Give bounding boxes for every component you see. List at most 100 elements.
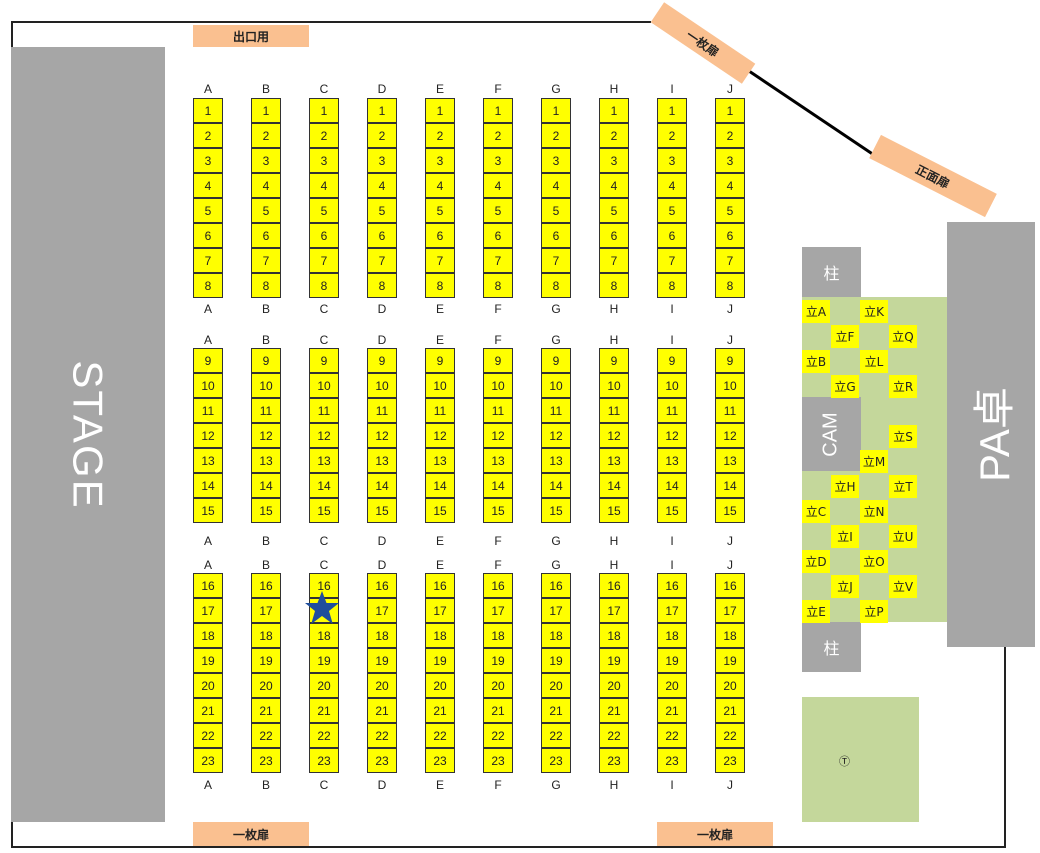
seat[interactable]: 6	[657, 223, 687, 248]
seat[interactable]: 20	[541, 673, 571, 698]
seat[interactable]: 1	[599, 98, 629, 123]
seat[interactable]: 11	[425, 398, 455, 423]
seat[interactable]: 23	[483, 748, 513, 773]
seat[interactable]: 11	[367, 398, 397, 423]
seat[interactable]: 19	[483, 648, 513, 673]
standing-spot[interactable]: 立R	[889, 375, 917, 398]
seat[interactable]: 4	[483, 173, 513, 198]
seat[interactable]: 18	[657, 623, 687, 648]
standing-spot[interactable]: 立E	[802, 600, 830, 623]
seat[interactable]: 9	[309, 348, 339, 373]
seat[interactable]: 17	[715, 598, 745, 623]
seat[interactable]: 15	[193, 498, 223, 523]
seat[interactable]: 3	[657, 148, 687, 173]
seat[interactable]: 1	[541, 98, 571, 123]
seat[interactable]: 23	[541, 748, 571, 773]
seat[interactable]: 16	[251, 573, 281, 598]
seat[interactable]: 14	[251, 473, 281, 498]
seat[interactable]: 6	[541, 223, 571, 248]
standing-spot[interactable]: 立C	[802, 500, 830, 523]
seat[interactable]: 3	[541, 148, 571, 173]
seat[interactable]: 13	[193, 448, 223, 473]
seat[interactable]: 10	[309, 373, 339, 398]
standing-spot[interactable]: 立N	[860, 500, 888, 523]
standing-spot[interactable]: 立D	[802, 550, 830, 573]
seat[interactable]: 20	[193, 673, 223, 698]
seat[interactable]: 7	[193, 248, 223, 273]
seat[interactable]: 13	[541, 448, 571, 473]
seat[interactable]: 8	[483, 273, 513, 298]
seat[interactable]: 8	[193, 273, 223, 298]
seat[interactable]: 5	[309, 198, 339, 223]
seat[interactable]: 7	[715, 248, 745, 273]
seat[interactable]: 20	[599, 673, 629, 698]
seat[interactable]: 7	[367, 248, 397, 273]
seat[interactable]: 15	[541, 498, 571, 523]
seat[interactable]: 14	[309, 473, 339, 498]
seat[interactable]: 16	[309, 573, 339, 598]
seat[interactable]: 20	[425, 673, 455, 698]
seat[interactable]: 5	[425, 198, 455, 223]
seat[interactable]: 20	[715, 673, 745, 698]
seat[interactable]: 13	[251, 448, 281, 473]
seat[interactable]: 22	[193, 723, 223, 748]
seat[interactable]: 19	[599, 648, 629, 673]
seat[interactable]: 17	[425, 598, 455, 623]
seat[interactable]: 6	[599, 223, 629, 248]
seat[interactable]: 12	[483, 423, 513, 448]
seat[interactable]: 3	[715, 148, 745, 173]
seat[interactable]: 12	[541, 423, 571, 448]
seat[interactable]: 23	[193, 748, 223, 773]
seat[interactable]: 23	[367, 748, 397, 773]
seat[interactable]: 22	[425, 723, 455, 748]
seat[interactable]: 12	[715, 423, 745, 448]
standing-spot[interactable]: 立G	[831, 375, 859, 398]
seat[interactable]: 20	[309, 673, 339, 698]
seat[interactable]: 18	[599, 623, 629, 648]
seat[interactable]: 1	[367, 98, 397, 123]
standing-spot[interactable]: 立L	[860, 350, 888, 373]
seat[interactable]: 5	[715, 198, 745, 223]
seat[interactable]: 8	[599, 273, 629, 298]
seat[interactable]: 2	[483, 123, 513, 148]
seat[interactable]: 13	[425, 448, 455, 473]
seat[interactable]: 21	[251, 698, 281, 723]
seat[interactable]: 11	[715, 398, 745, 423]
seat[interactable]: 1	[657, 98, 687, 123]
seat[interactable]: 5	[367, 198, 397, 223]
seat[interactable]: 3	[193, 148, 223, 173]
seat[interactable]: 8	[715, 273, 745, 298]
standing-spot[interactable]: 立S	[889, 425, 917, 448]
standing-spot[interactable]: 立B	[802, 350, 830, 373]
seat[interactable]: 21	[483, 698, 513, 723]
seat[interactable]: 2	[599, 123, 629, 148]
seat[interactable]: 2	[657, 123, 687, 148]
seat[interactable]: 3	[483, 148, 513, 173]
seat[interactable]: 10	[483, 373, 513, 398]
seat[interactable]: 2	[367, 123, 397, 148]
seat[interactable]: 6	[251, 223, 281, 248]
seat[interactable]: 2	[541, 123, 571, 148]
seat[interactable]: 4	[309, 173, 339, 198]
seat[interactable]: 17	[599, 598, 629, 623]
seat[interactable]: 21	[599, 698, 629, 723]
seat[interactable]: 23	[599, 748, 629, 773]
seat[interactable]: 9	[193, 348, 223, 373]
seat[interactable]: 5	[657, 198, 687, 223]
seat[interactable]: 16	[425, 573, 455, 598]
seat[interactable]: 17	[251, 598, 281, 623]
seat[interactable]: 15	[425, 498, 455, 523]
seat[interactable]: 2	[193, 123, 223, 148]
seat[interactable]: 20	[657, 673, 687, 698]
seat[interactable]: 12	[193, 423, 223, 448]
seat[interactable]: 13	[483, 448, 513, 473]
seat[interactable]: 19	[715, 648, 745, 673]
seat[interactable]: 7	[599, 248, 629, 273]
seat[interactable]: 23	[657, 748, 687, 773]
seat[interactable]: 23	[309, 748, 339, 773]
seat[interactable]: 5	[251, 198, 281, 223]
seat[interactable]: 6	[309, 223, 339, 248]
standing-spot[interactable]: 立J	[831, 575, 859, 598]
seat[interactable]: 19	[541, 648, 571, 673]
seat[interactable]: 7	[483, 248, 513, 273]
